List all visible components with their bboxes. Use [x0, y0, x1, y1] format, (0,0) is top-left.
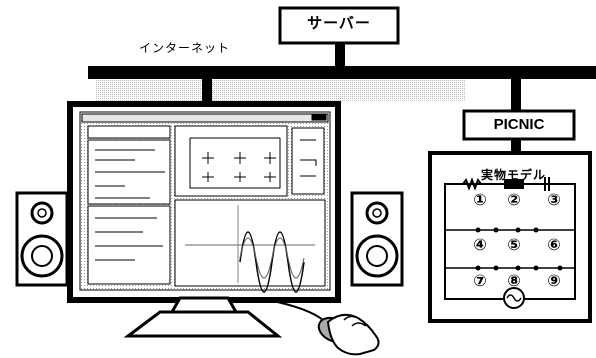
picnic-connector-bottom — [511, 138, 521, 154]
node-5: ⑤ — [507, 235, 521, 254]
mouse-hand-icon — [267, 299, 380, 356]
computer-connector — [202, 78, 212, 106]
internet-label: インターネット — [139, 41, 231, 55]
top-components — [462, 177, 550, 191]
screen-content — [81, 113, 329, 293]
node-8: ⑧ — [507, 271, 521, 290]
server-box — [278, 6, 400, 45]
server-label: サーバー — [307, 14, 371, 32]
internet-cloud — [95, 78, 465, 102]
physical-model-title: 実物モデル — [481, 168, 547, 182]
picnic-label: PICNIC — [493, 116, 545, 133]
node-7: ⑦ — [473, 271, 487, 290]
node-4: ④ — [473, 235, 487, 254]
picnic-box — [462, 109, 576, 141]
node-2: ② — [507, 190, 521, 209]
node-3: ③ — [547, 190, 561, 209]
picnic-connector-top — [511, 78, 521, 112]
left-speaker — [15, 191, 69, 287]
node-1: ① — [473, 190, 487, 209]
node-9: ⑨ — [547, 271, 561, 290]
circuit-wires — [445, 229, 575, 269]
circuit-terminals — [475, 227, 563, 271]
node-6: ⑥ — [547, 235, 561, 254]
right-speaker — [350, 191, 404, 287]
server-connector — [335, 41, 345, 67]
internet-backbone — [88, 66, 596, 79]
